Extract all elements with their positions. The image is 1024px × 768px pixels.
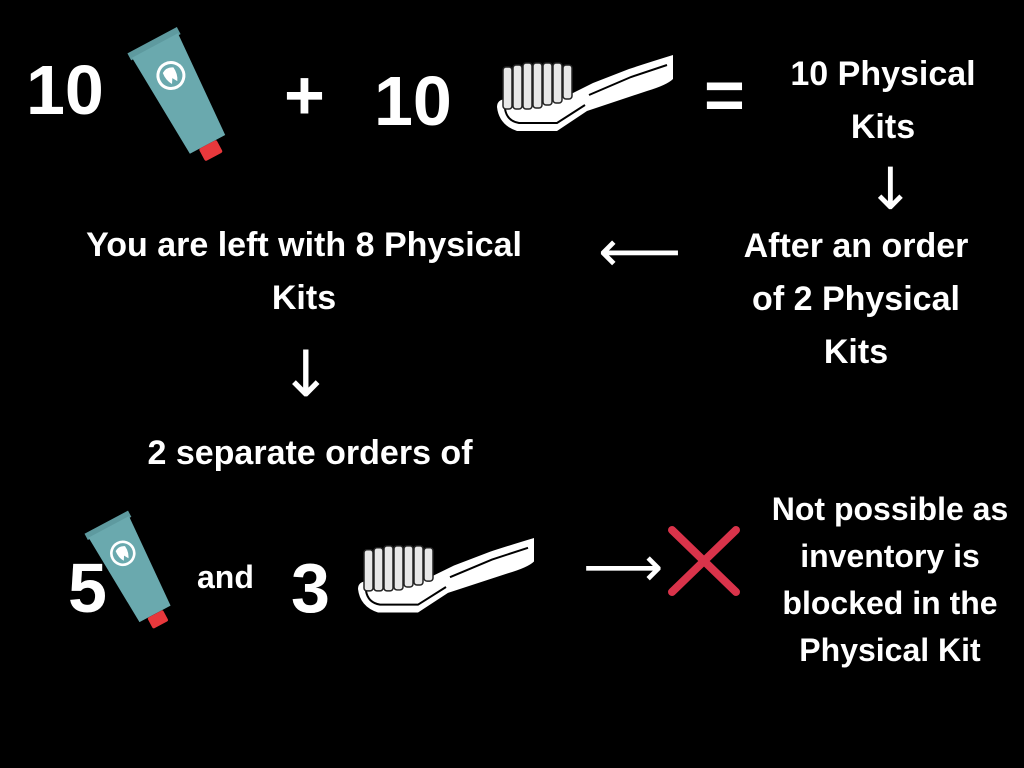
arrow-down-icon: ↓ bbox=[279, 338, 333, 412]
remaining-text: You are left with 8 Physical Kits bbox=[86, 219, 522, 325]
arrow-right-icon: ⟶ bbox=[583, 535, 664, 600]
toothbrush-icon bbox=[357, 537, 535, 614]
order-line: After an order bbox=[743, 227, 969, 265]
outcome-line: Not possible as bbox=[771, 491, 1009, 527]
arrow-left-icon: ⟵ bbox=[598, 217, 682, 285]
order-line: Kits bbox=[823, 333, 889, 371]
toothpaste-icon bbox=[83, 509, 184, 638]
result-line: 10 Physical bbox=[790, 55, 976, 93]
arrow-down-icon: ↓ bbox=[866, 155, 915, 223]
order-line: of 2 Physical bbox=[752, 280, 960, 318]
toothbrush-icon bbox=[496, 54, 674, 132]
outcome-text: Not possible as inventory is blocked in … bbox=[772, 486, 1009, 674]
brush-order-quantity: 3 bbox=[291, 549, 330, 627]
outcome-line: inventory is bbox=[800, 538, 980, 574]
remaining-line: Kits bbox=[271, 279, 337, 317]
outcome-line: blocked in the bbox=[782, 585, 998, 621]
and-text: and bbox=[197, 559, 254, 595]
outcome-line: Physical Kit bbox=[799, 632, 981, 668]
separate-orders-text: 2 separate orders of bbox=[147, 434, 473, 472]
toothpaste-icon bbox=[125, 25, 241, 172]
result-text: 10 Physical Kits bbox=[790, 48, 975, 154]
remaining-line: You are left with 8 Physical bbox=[86, 226, 522, 264]
plus-sign: + bbox=[284, 56, 325, 134]
paste-quantity: 10 bbox=[26, 51, 104, 129]
order-text: After an order of 2 Physical Kits bbox=[744, 220, 969, 379]
cross-icon bbox=[668, 526, 740, 596]
result-line: Kits bbox=[850, 108, 916, 146]
paste-order-quantity: 5 bbox=[68, 549, 107, 627]
brush-quantity: 10 bbox=[374, 62, 452, 140]
equals-sign: = bbox=[704, 56, 745, 134]
